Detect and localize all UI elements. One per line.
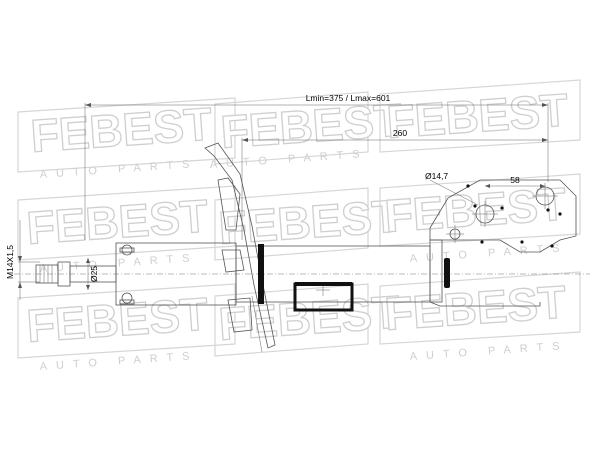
thread-label: M14X1,5: [5, 245, 15, 279]
dimension-hole-diameter: Ø14,7: [425, 171, 479, 206]
slot-mark: [444, 258, 450, 288]
knuckle-bracket: [429, 179, 577, 307]
watermark-tagline: AUTO PARTS: [409, 340, 569, 363]
watermark-logo: FEBEST: [17, 283, 236, 359]
spring-seat: [204, 142, 276, 353]
hole-diameter-label: Ø14,7: [425, 171, 448, 181]
watermark-brand: FEBEST: [219, 93, 404, 158]
watermark-tagline: AUTO PARTS: [409, 242, 569, 265]
overall-length-label: Lmin=375 / Lmax=601: [306, 93, 391, 103]
watermark-logo: FEBEST: [214, 91, 404, 165]
watermark-tagline: AUTO PARTS: [39, 350, 199, 373]
watermark-brand: FEBEST: [383, 275, 568, 340]
watermark-brand: FEBEST: [29, 97, 214, 162]
watermark-brand: FEBEST: [25, 189, 210, 254]
watermark-logo: FEBEST: [379, 271, 581, 345]
watermark-brand: FEBEST: [25, 287, 210, 352]
watermark-brand: FEBEST: [217, 189, 402, 254]
watermark-logo: FEBEST: [17, 97, 236, 173]
hole-spacing-label: 58: [510, 175, 520, 185]
watermark-logo: FEBEST: [379, 173, 581, 247]
dimension-hole-spacing: 58: [485, 175, 545, 188]
watermark-logo: FEBEST: [17, 185, 236, 261]
watermark-brand: FEBEST: [217, 285, 402, 350]
dimension-overall-length: Lmin=375 / Lmax=601: [84, 93, 549, 240]
watermark-layer: FEBEST FEBEST FEBEST AUTO PARTS AUTO PAR…: [17, 79, 581, 373]
watermark-logo: FEBEST: [214, 187, 402, 261]
watermark-logo: FEBEST: [214, 283, 402, 357]
watermark-tagline: AUTO PARTS: [39, 158, 199, 181]
body-length-label: 260: [393, 128, 407, 138]
watermark-tagline: AUTO PARTS: [39, 252, 199, 275]
bump-ring: [258, 244, 264, 304]
brake-line-bracket: [293, 282, 354, 312]
watermark-logo: FEBEST: [379, 79, 581, 153]
